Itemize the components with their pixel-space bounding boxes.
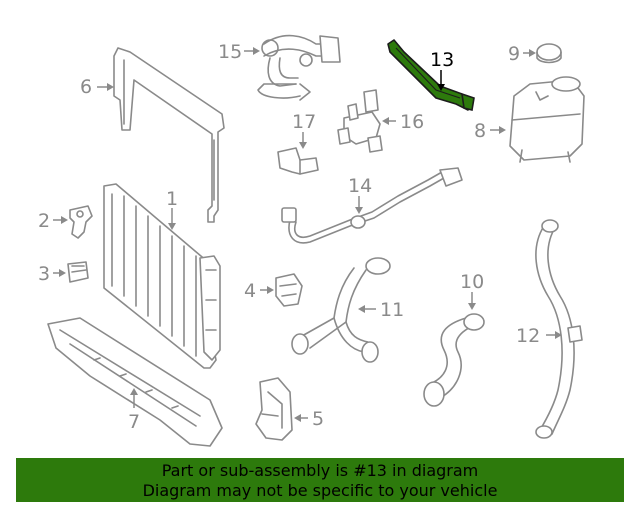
svg-text:13: 13 [430, 49, 454, 71]
callout-5: 5 [294, 408, 324, 430]
callout-11: 11 [358, 299, 404, 321]
part-8-tank[interactable] [509, 76, 585, 163]
callout-13: 13 [430, 49, 454, 91]
part-13-hose-highlighted[interactable] [387, 39, 475, 111]
svg-text:9: 9 [508, 43, 520, 65]
callout-16: 16 [382, 111, 424, 133]
part-12-hose[interactable] [535, 219, 583, 439]
callout-2: 2 [38, 210, 68, 232]
part-5-guide[interactable] [255, 377, 293, 441]
part-15-hose[interactable] [257, 34, 341, 101]
callout-3: 3 [38, 263, 66, 285]
callout-14: 14 [348, 175, 372, 214]
callout-17: 17 [292, 111, 316, 149]
part-2-bracket[interactable] [69, 205, 93, 239]
part-1-radiator[interactable] [103, 183, 221, 369]
svg-text:16: 16 [400, 111, 424, 133]
banner-line-1: Part or sub-assembly is #13 in diagram [161, 461, 479, 480]
svg-text:6: 6 [80, 76, 92, 98]
part-6-frame[interactable] [113, 47, 225, 223]
banner-line-2: Diagram may not be specific to your vehi… [142, 481, 498, 500]
svg-text:1: 1 [166, 188, 178, 210]
info-banner: Part or sub-assembly is #13 in diagram D… [16, 458, 624, 502]
svg-text:12: 12 [516, 325, 540, 347]
part-3-clip[interactable] [67, 261, 89, 283]
callout-1: 1 [166, 188, 178, 230]
callout-7: 7 [128, 388, 140, 433]
callout-12: 12 [516, 325, 562, 347]
callout-9: 9 [508, 43, 536, 65]
part-11-hose[interactable] [291, 257, 391, 363]
callout-6: 6 [80, 76, 114, 98]
svg-text:10: 10 [460, 271, 484, 293]
svg-text:15: 15 [218, 41, 242, 63]
svg-text:2: 2 [38, 210, 50, 232]
callout-15: 15 [218, 41, 260, 63]
svg-text:5: 5 [312, 408, 324, 430]
svg-text:17: 17 [292, 111, 316, 133]
part-10-hose[interactable] [423, 313, 485, 407]
svg-text:11: 11 [380, 299, 404, 321]
svg-text:7: 7 [128, 411, 140, 433]
svg-text:8: 8 [474, 120, 486, 142]
part-14-pipe[interactable] [281, 167, 463, 244]
callout-4: 4 [244, 280, 274, 302]
svg-text:4: 4 [244, 280, 256, 302]
part-7-deflector[interactable] [47, 317, 223, 447]
part-9-cap[interactable] [536, 43, 562, 64]
svg-text:3: 3 [38, 263, 50, 285]
svg-text:14: 14 [348, 175, 372, 197]
part-17-sensor[interactable] [277, 147, 319, 175]
callout-10: 10 [460, 271, 484, 310]
part-4-valve[interactable] [275, 273, 303, 307]
callout-8: 8 [474, 120, 506, 142]
part-16-valve[interactable] [337, 89, 383, 153]
